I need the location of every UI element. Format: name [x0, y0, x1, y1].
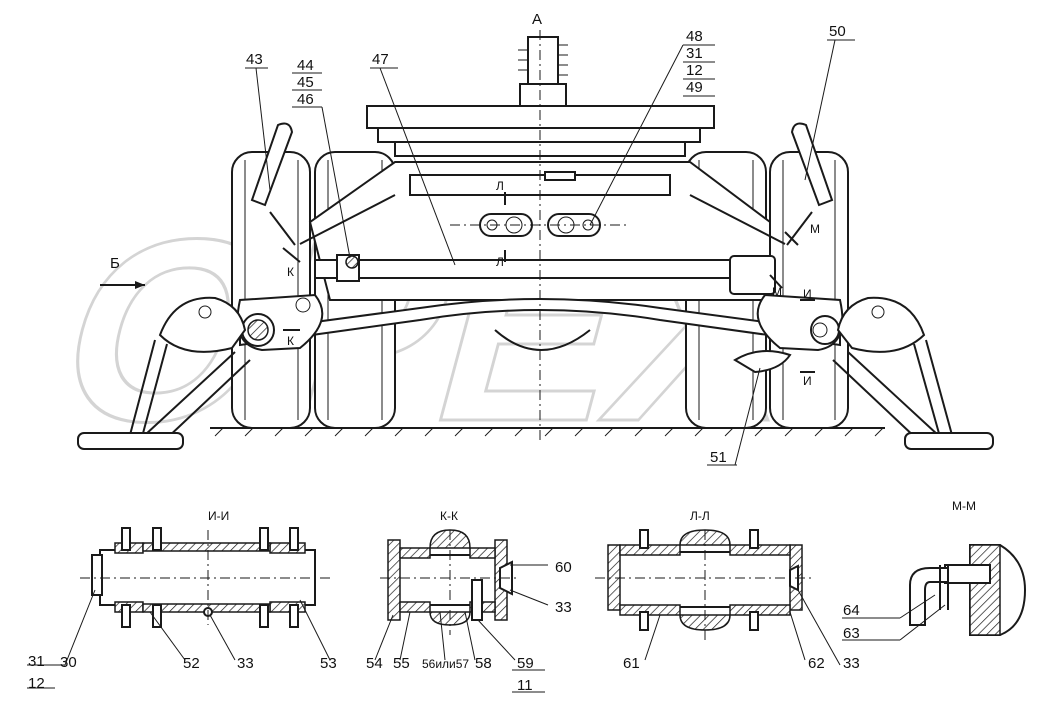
svg-text:31: 31	[686, 45, 703, 62]
svg-text:58: 58	[475, 655, 492, 672]
svg-text:К: К	[287, 265, 294, 279]
view-label: А	[532, 11, 542, 28]
svg-text:М: М	[772, 285, 782, 299]
svg-text:Б: Б	[110, 255, 120, 272]
svg-text:51: 51	[710, 449, 727, 466]
svg-text:Л: Л	[496, 179, 504, 193]
center-lines	[450, 30, 630, 440]
support-legs	[77, 296, 994, 450]
svg-text:И: И	[803, 287, 812, 301]
svg-text:И-И: И-И	[208, 509, 229, 523]
main-view: Л Л К К М М И И А Б	[77, 11, 994, 450]
svg-text:44: 44	[297, 57, 314, 74]
svg-text:12: 12	[686, 62, 703, 79]
svg-text:Л-Л: Л-Л	[690, 509, 710, 523]
svg-text:64: 64	[843, 602, 860, 619]
svg-text:45: 45	[297, 74, 314, 91]
svg-text:Л: Л	[496, 255, 504, 269]
svg-text:48: 48	[686, 28, 703, 45]
section-ll: Л-Л 61 62 33	[595, 509, 860, 672]
svg-text:К: К	[287, 334, 294, 348]
frame-body	[236, 161, 844, 374]
section-kk: К-К 60 33 54 55 56или57 58 59	[366, 509, 572, 694]
svg-text:43: 43	[246, 51, 263, 68]
svg-text:К-К: К-К	[440, 509, 458, 523]
section-ii: И-И 31 30 12 52 33 53	[27, 509, 337, 692]
svg-text:52: 52	[183, 655, 200, 672]
svg-text:46: 46	[297, 91, 314, 108]
svg-text:55: 55	[393, 655, 410, 672]
arrow-b: Б	[100, 255, 145, 289]
svg-text:50: 50	[829, 23, 846, 40]
side-levers	[250, 122, 834, 246]
svg-text:47: 47	[372, 51, 389, 68]
svg-text:63: 63	[843, 625, 860, 642]
svg-text:11: 11	[517, 677, 533, 694]
svg-text:31: 31	[28, 653, 45, 670]
leaders	[245, 39, 855, 466]
ground-line	[210, 427, 885, 437]
svg-text:33: 33	[843, 655, 860, 672]
svg-text:12: 12	[28, 675, 45, 692]
svg-text:61: 61	[623, 655, 640, 672]
svg-text:54: 54	[366, 655, 383, 672]
svg-text:56или57: 56или57	[422, 657, 469, 671]
svg-text:49: 49	[686, 79, 703, 96]
svg-text:М-М: М-М	[952, 499, 976, 513]
svg-text:И: И	[803, 374, 812, 388]
section-mm: М-М 64 63	[842, 499, 1027, 642]
svg-text:62: 62	[808, 655, 825, 672]
callouts-main: 43 44 45 46 47 48 31 12 49 50 51	[246, 23, 846, 466]
svg-text:33: 33	[237, 655, 254, 672]
svg-text:33: 33	[555, 599, 572, 616]
svg-text:60: 60	[555, 559, 572, 576]
svg-text:30: 30	[60, 654, 77, 671]
section-marks: Л Л К К М М И И	[282, 179, 820, 388]
top-fitting	[518, 36, 568, 107]
svg-text:53: 53	[320, 655, 337, 672]
svg-text:59: 59	[517, 655, 534, 672]
svg-text:М: М	[810, 222, 820, 236]
